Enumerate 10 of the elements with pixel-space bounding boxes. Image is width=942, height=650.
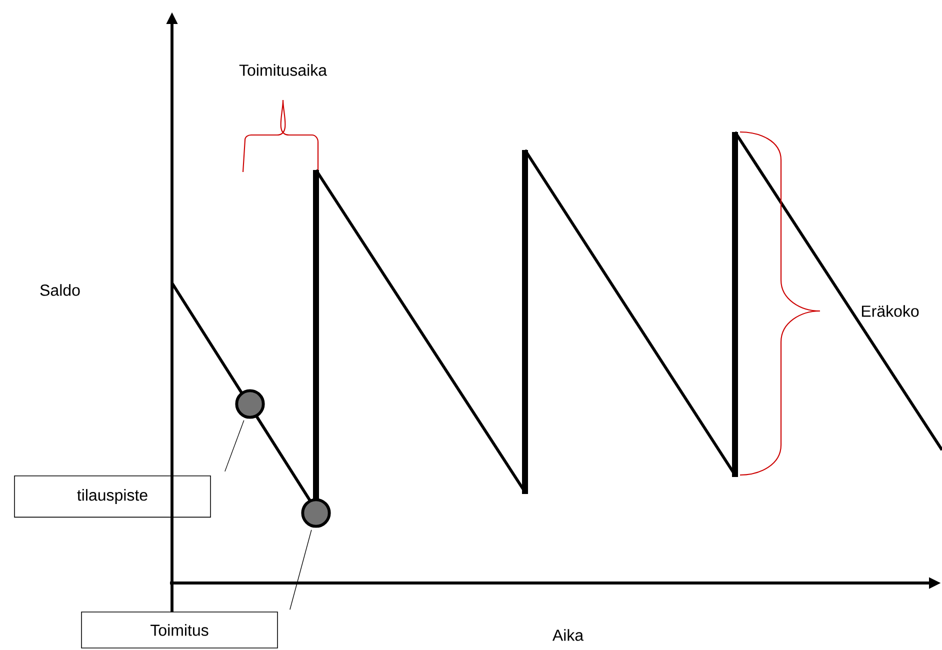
- axis-label: Toimitusaika: [239, 64, 327, 76]
- axis-label: Eräkoko: [862, 305, 919, 317]
- axis-label: Aika: [552, 629, 584, 641]
- point-marker: [235, 389, 265, 419]
- label-box: Toimitus: [81, 612, 278, 648]
- leader-line: [290, 530, 312, 610]
- leader-line: [224, 420, 244, 472]
- label-box: tilauspiste: [14, 475, 211, 518]
- axis-label: Saldo: [40, 284, 80, 296]
- point-marker: [301, 498, 331, 528]
